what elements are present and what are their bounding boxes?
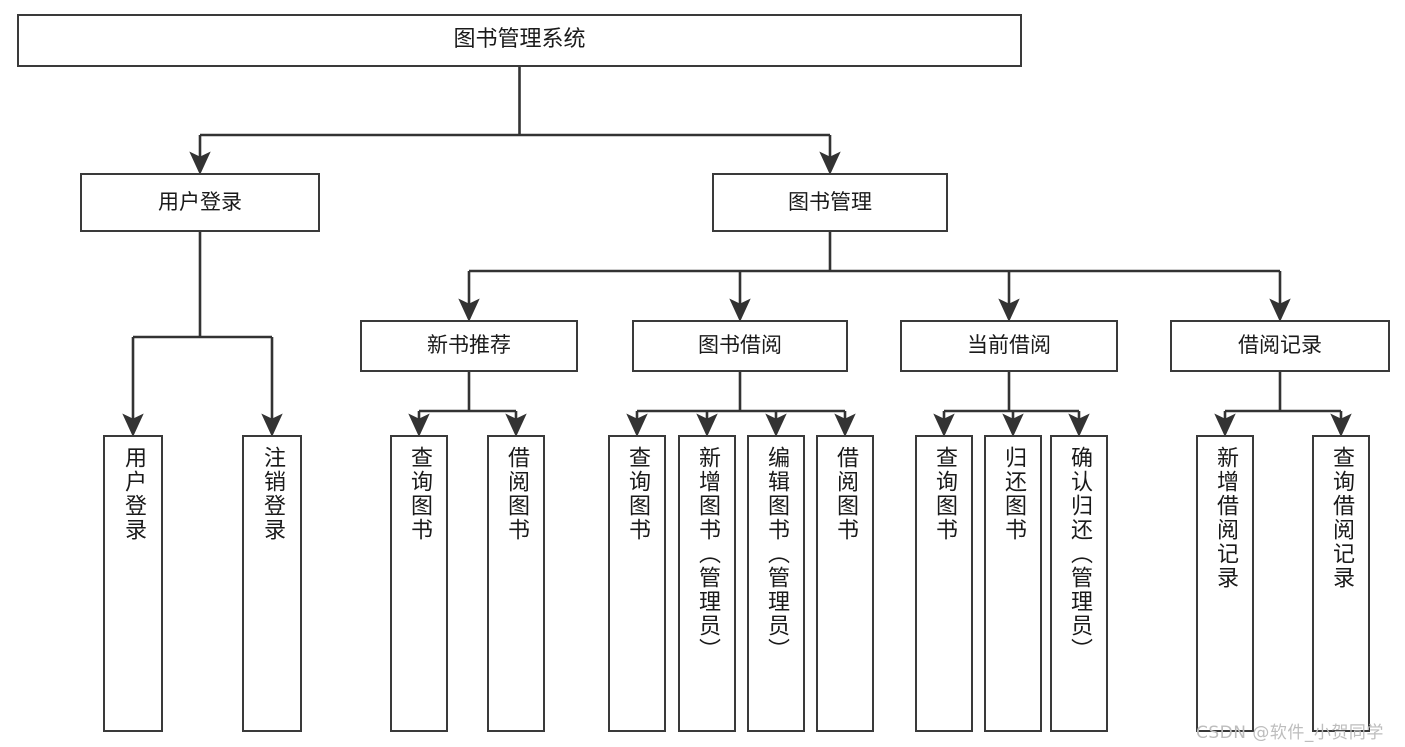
node-label: 用户登录 — [121, 446, 146, 542]
node-label: 新增借阅记录 — [1213, 446, 1238, 590]
node-label: 查询借阅记录 — [1329, 446, 1354, 590]
node-label: 查询图书 — [625, 446, 650, 542]
node-root[interactable]: 图书管理系统 — [17, 14, 1022, 67]
node-label: 图书管理 — [788, 189, 872, 214]
node-label: 当前借阅 — [967, 333, 1051, 358]
node-leaf-return-book[interactable]: 归还图书 — [984, 435, 1042, 732]
node-book-borrow[interactable]: 图书借阅 — [632, 320, 848, 372]
csdn-watermark: CSDN @软件_小贺同学 — [1196, 723, 1384, 743]
node-label: 确认归还（管理员） — [1067, 446, 1092, 662]
node-user-login[interactable]: 用户登录 — [80, 173, 320, 232]
node-new-book-rec[interactable]: 新书推荐 — [360, 320, 578, 372]
node-leaf-add-book[interactable]: 新增图书（管理员） — [678, 435, 736, 732]
node-label: 图书借阅 — [698, 333, 782, 358]
node-leaf-query-book-3[interactable]: 查询图书 — [915, 435, 973, 732]
node-leaf-borrow-book-1[interactable]: 借阅图书 — [487, 435, 545, 732]
node-leaf-confirm-return[interactable]: 确认归还（管理员） — [1050, 435, 1108, 732]
node-label: 借阅图书 — [833, 446, 858, 542]
node-leaf-user-logout[interactable]: 注销登录 — [242, 435, 302, 732]
node-label: 查询图书 — [407, 446, 432, 542]
node-leaf-query-book-1[interactable]: 查询图书 — [390, 435, 448, 732]
node-leaf-borrow-book-2[interactable]: 借阅图书 — [816, 435, 874, 732]
node-label: 查询图书 — [932, 446, 957, 542]
node-label: 归还图书 — [1001, 446, 1026, 542]
node-leaf-query-record[interactable]: 查询借阅记录 — [1312, 435, 1370, 732]
node-label: 新增图书（管理员） — [695, 446, 720, 662]
node-current-borrow[interactable]: 当前借阅 — [900, 320, 1118, 372]
node-label: 借阅图书 — [504, 446, 529, 542]
node-label: 编辑图书（管理员） — [764, 446, 789, 662]
node-leaf-query-book-2[interactable]: 查询图书 — [608, 435, 666, 732]
node-label: 注销登录 — [260, 446, 285, 542]
node-leaf-add-record[interactable]: 新增借阅记录 — [1196, 435, 1254, 732]
node-label: 新书推荐 — [427, 333, 511, 358]
node-label: 借阅记录 — [1238, 333, 1322, 358]
node-leaf-user-login[interactable]: 用户登录 — [103, 435, 163, 732]
node-label: 用户登录 — [158, 189, 242, 214]
node-book-manage[interactable]: 图书管理 — [712, 173, 948, 232]
node-label: 图书管理系统 — [453, 27, 586, 53]
node-borrow-record[interactable]: 借阅记录 — [1170, 320, 1390, 372]
node-leaf-edit-book[interactable]: 编辑图书（管理员） — [747, 435, 805, 732]
